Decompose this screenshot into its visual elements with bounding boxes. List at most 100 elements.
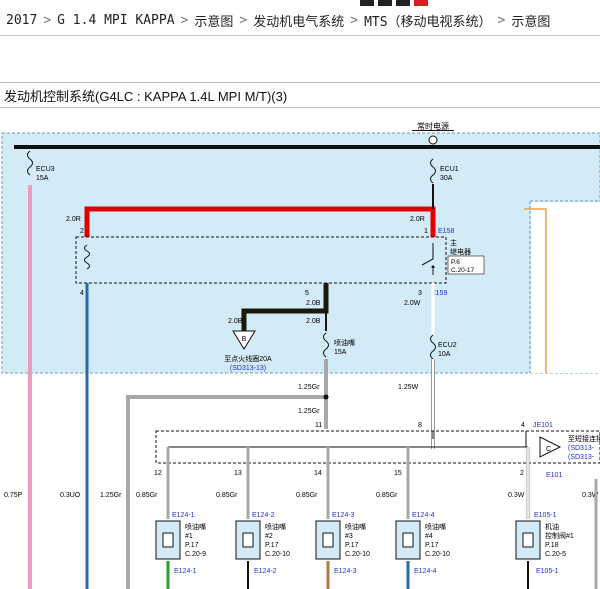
relay-switch-contact xyxy=(421,243,434,275)
injector-2-coil xyxy=(242,532,254,548)
breadcrumb-current[interactable]: 示意图 xyxy=(511,15,551,30)
injector-4-ref: C.20-10 xyxy=(425,551,450,558)
junction-name: JE101 xyxy=(533,422,553,429)
injector-1-ref: C.20-9 xyxy=(185,551,206,558)
injector-2-connector: E124-2 xyxy=(252,512,275,519)
relay-connector-bottom: E159 xyxy=(431,290,447,297)
injector-3-wire-label: 0.85Gr xyxy=(296,492,318,499)
gray-wire-left-branch xyxy=(126,395,326,589)
black-wire-label-2: 2.0B xyxy=(306,318,321,325)
injector-3-page: P.17 xyxy=(345,542,359,549)
red-wire-label-left: 2.0R xyxy=(66,216,81,223)
injector-2-bottom-connector: E124-2 xyxy=(254,568,277,575)
injector-1-page: P.17 xyxy=(185,542,199,549)
relay-pin-left-bottom: 4 xyxy=(80,290,84,297)
junction-right-ref2: (SD313- xyxy=(568,454,595,461)
junction-pin-2: 2 xyxy=(520,470,524,477)
oil-valve-bottom-connector: E105-1 xyxy=(536,568,559,575)
ground-ref: (SD313-13) xyxy=(230,365,266,372)
black-wire-label-3: 2.0B xyxy=(228,318,243,325)
ecu1-fuse-symbol xyxy=(430,158,436,184)
injector-fuse-name: 喷油嘴 xyxy=(334,338,355,347)
relay-ref: C.20-17 xyxy=(451,267,475,274)
gray-wire-label-1: 1.25Gr xyxy=(298,384,320,391)
injector-3[interactable]: 0.85Gr E124-3 喷油嘴 #3 P.17 C.20-10 E124-3 xyxy=(296,447,370,589)
injector-3-num: #3 xyxy=(345,533,353,540)
ground-label: 至点火线圈20A xyxy=(224,354,272,363)
relay-name-line2: 继电器 xyxy=(450,247,471,256)
oil-control-valve[interactable]: 0.3W 0.3W E105-1 机油 控制阀#1 P.18 C.20-5 E1… xyxy=(508,447,599,589)
power-terminal xyxy=(428,135,438,145)
gray-wire-junction xyxy=(323,394,329,400)
left-pink-wire-label: 0.75P xyxy=(4,492,23,499)
junction-right-ref1: (SD313- xyxy=(568,445,595,452)
white-wire-label-2: 1.25W xyxy=(398,384,419,391)
injector-4-wire-label: 0.85Gr xyxy=(376,492,398,499)
black-wire xyxy=(241,283,329,331)
relay-pin-right-top: 1 xyxy=(424,228,428,235)
breadcrumb-separator: > xyxy=(239,13,248,28)
oil-valve-page: P.18 xyxy=(545,542,559,549)
injector-4[interactable]: 0.85Gr E124-4 喷油嘴 #4 P.17 C.20-10 E124-4 xyxy=(376,447,450,589)
wiring-diagram[interactable]: 常时电源 ECU3 15A ECU1 30A 2.0R 2.0R 2 1 E15… xyxy=(0,109,600,589)
injector-3-ref: C.20-10 xyxy=(345,551,370,558)
oil-valve-name: 机油 xyxy=(545,522,559,531)
ecu1-fuse-rating: 30A xyxy=(440,175,453,182)
oil-valve-connector: E105-1 xyxy=(534,512,557,519)
brand-logo xyxy=(360,0,428,6)
injector-2-name: 喷油嘴 xyxy=(265,522,286,531)
breadcrumb-separator: > xyxy=(350,13,359,28)
breadcrumb-mts[interactable]: MTS（移动电视系统） xyxy=(364,15,492,30)
relay-page: P.6 xyxy=(451,259,460,266)
breadcrumb-separator: > xyxy=(497,13,506,28)
oil-valve-wire-label: 0.3W xyxy=(508,492,525,499)
relay-pin-right-bottom: 3 xyxy=(418,290,422,297)
breadcrumb-schematic[interactable]: 示意图 xyxy=(194,15,234,30)
injector-1-wire-label: 0.85Gr xyxy=(136,492,158,499)
injector-3-coil xyxy=(322,532,334,548)
injector-fuse-symbol xyxy=(323,332,329,358)
main-relay-box xyxy=(75,236,447,284)
injector-2-num: #2 xyxy=(265,533,273,540)
oil-valve-name2: 控制阀#1 xyxy=(545,531,574,540)
junction-block xyxy=(155,430,600,464)
injector-3-connector: E124-3 xyxy=(332,512,355,519)
injector-3-name: 喷油嘴 xyxy=(345,522,366,531)
breadcrumb-engine[interactable]: G 1.4 MPI KAPPA xyxy=(57,13,175,28)
junction-pin-11: 11 xyxy=(315,422,322,429)
breadcrumb-separator: > xyxy=(43,13,52,28)
relay-pin-mid-bottom: 5 xyxy=(305,290,309,297)
junction-pin-13: 13 xyxy=(234,470,242,477)
ecu2-fuse-rating: 10A xyxy=(438,351,451,358)
junction-symbol: C xyxy=(546,446,551,453)
breadcrumb-separator: > xyxy=(180,13,189,28)
junction-pin-15: 15 xyxy=(394,470,402,477)
injector-1-num: #1 xyxy=(185,533,193,540)
junction-pin-8: 8 xyxy=(418,422,422,429)
injector-1-coil xyxy=(162,532,174,548)
junction-pin-14: 14 xyxy=(314,470,322,477)
relay-coil xyxy=(84,244,90,270)
injector-1-connector: E124-1 xyxy=(172,512,195,519)
page-title: 发动机控制系统(G4LC : KAPPA 1.4L MPI M/T)(3) xyxy=(4,88,288,104)
junction-right-label: 至短接连接 xyxy=(568,434,600,443)
junction-bottom-connector: E101 xyxy=(546,472,562,479)
oil-valve-body xyxy=(515,520,541,560)
right-white-area xyxy=(531,202,600,373)
injector-2[interactable]: 0.85Gr E124-2 喷油嘴 #2 P.17 C.20-10 E124-2 xyxy=(216,447,290,589)
right-edge-wire-label: 0.3W xyxy=(582,492,599,499)
injector-1[interactable]: 0.85Gr E124-1 喷油嘴 #1 P.17 C.20-9 E124-1 xyxy=(136,447,206,589)
relay-switch-node xyxy=(431,265,435,269)
ecu2-fuse-name: ECU2 xyxy=(438,342,457,349)
junction-pin-12: 12 xyxy=(154,470,162,477)
right-lower-panel xyxy=(529,200,600,373)
breadcrumb-engine-electrical[interactable]: 发动机电气系统 xyxy=(253,15,345,30)
relay-ref-box xyxy=(447,255,485,275)
breadcrumb-year[interactable]: 2017 xyxy=(6,13,38,28)
injector-2-wire-label: 0.85Gr xyxy=(216,492,238,499)
junction-c-triangle xyxy=(539,436,562,458)
ground-triangle xyxy=(232,330,256,350)
injector-1-bottom-connector: E124-1 xyxy=(174,568,197,575)
relay-name-line1: 主 xyxy=(450,238,457,247)
injector-1-name: 喷油嘴 xyxy=(185,522,206,531)
